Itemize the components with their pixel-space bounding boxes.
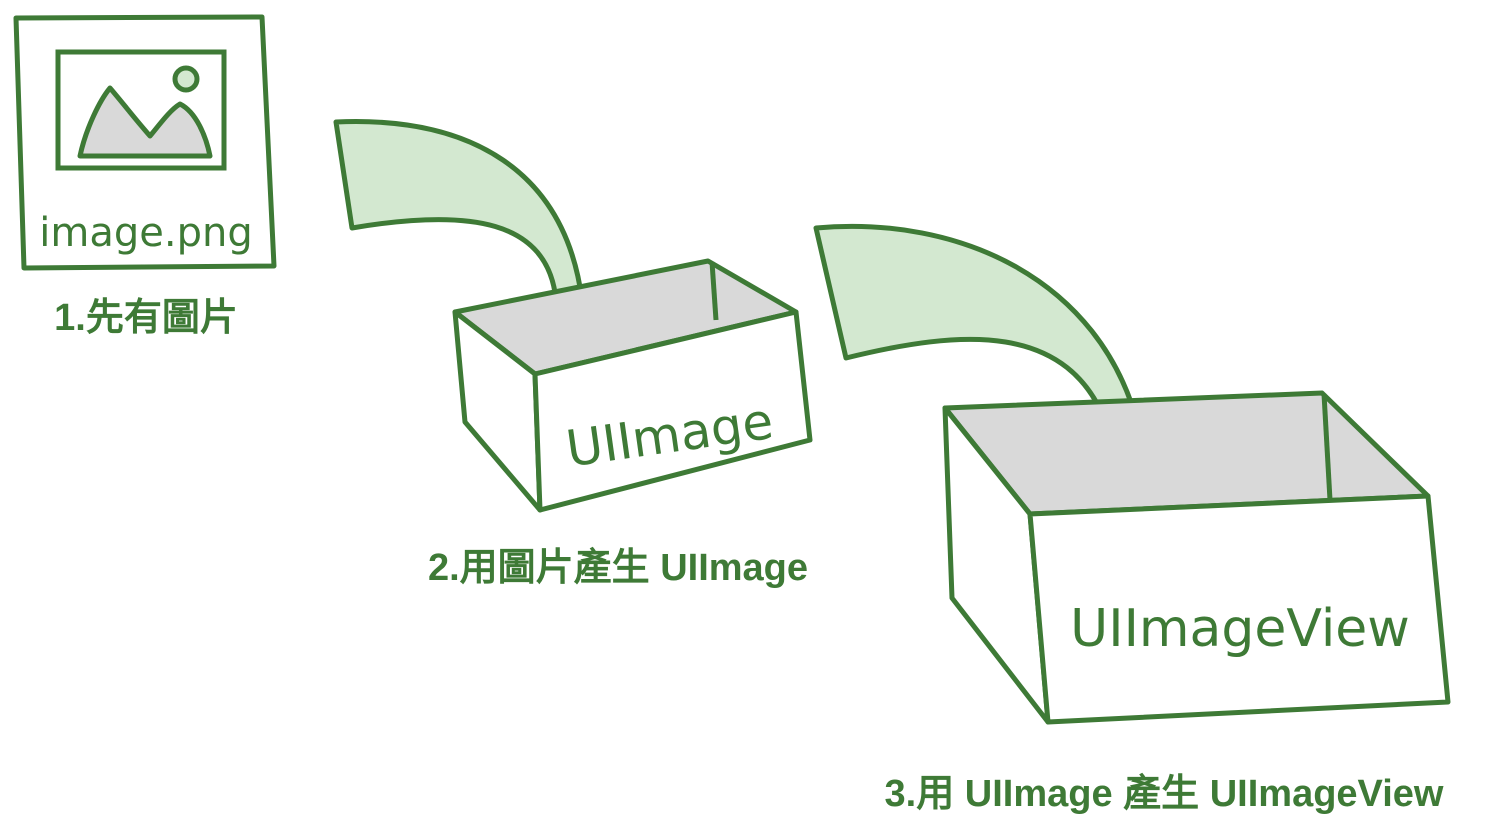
uiimageview-box-label: UIImageView <box>1070 599 1410 659</box>
step2-caption: 2.用圖片產生 UIImage <box>428 546 808 589</box>
picture-icon <box>55 49 227 171</box>
uiimageview-box: UIImageView <box>942 390 1451 725</box>
file-name-label: image.png <box>39 210 252 256</box>
image-file-card: image.png <box>13 14 277 271</box>
step1-caption: 1.先有圖片 <box>54 297 238 339</box>
step3-caption: 3.用 UIImage 產生 UIImageView <box>885 772 1444 815</box>
uiimage-box: UIImage <box>452 258 813 513</box>
